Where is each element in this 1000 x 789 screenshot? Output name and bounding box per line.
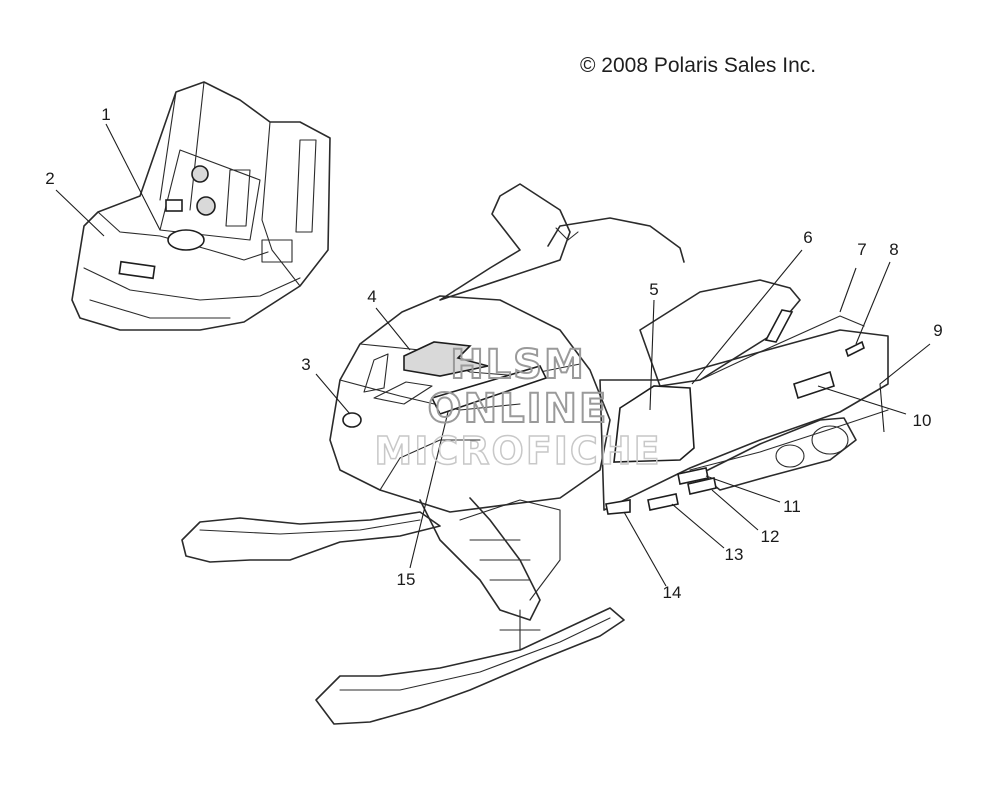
callout-10: 10 bbox=[913, 411, 932, 430]
decal-6 bbox=[764, 309, 794, 343]
copyright-notice: © 2008 Polaris Sales Inc. bbox=[580, 54, 817, 77]
callout-12: 12 bbox=[761, 527, 780, 546]
callout-11: 11 bbox=[783, 497, 801, 516]
decal-15 bbox=[430, 365, 548, 415]
decal-11 bbox=[677, 467, 709, 485]
console-oval-decal bbox=[167, 229, 205, 251]
callout-9: 9 bbox=[933, 321, 942, 340]
callout-3: 3 bbox=[301, 355, 310, 374]
callout-8: 8 bbox=[889, 240, 898, 259]
callout-14: 14 bbox=[663, 583, 682, 602]
callout-4: 4 bbox=[367, 287, 376, 306]
callout-15: 15 bbox=[397, 570, 416, 589]
decal-3 bbox=[342, 412, 362, 428]
dash-console-assembly bbox=[71, 81, 331, 331]
callout-6: 6 bbox=[803, 228, 812, 247]
callout-1: 1 bbox=[101, 105, 110, 124]
decal-shapes bbox=[342, 309, 865, 515]
callout-13: 13 bbox=[725, 545, 744, 564]
callout-7: 7 bbox=[857, 240, 866, 259]
decal-14 bbox=[605, 499, 631, 515]
decal-13 bbox=[647, 493, 679, 511]
decal-8 bbox=[845, 340, 865, 358]
watermark-line-2: ONLINE bbox=[428, 386, 609, 432]
decal-10 bbox=[793, 370, 835, 400]
callout-labels: 1 2 3 4 5 6 7 8 9 10 11 12 13 14 15 bbox=[45, 105, 942, 602]
decal-5 bbox=[613, 385, 695, 463]
key-switch-icon bbox=[191, 165, 209, 183]
ignition-icon bbox=[196, 196, 216, 216]
callout-2: 2 bbox=[45, 169, 54, 188]
snowmobile-illustration bbox=[181, 183, 889, 725]
decal-4 bbox=[403, 341, 489, 377]
watermark-line-3: MICROFICHE bbox=[374, 429, 661, 473]
watermark-line-1: HLSM bbox=[450, 342, 586, 388]
console-decal bbox=[118, 260, 156, 280]
leader-lines bbox=[55, 123, 931, 587]
callout-5: 5 bbox=[649, 280, 658, 299]
decal-12 bbox=[687, 477, 717, 495]
watermark: HLSM ONLINE MICROFICHE bbox=[374, 341, 661, 474]
console-switch-decal bbox=[165, 199, 183, 212]
